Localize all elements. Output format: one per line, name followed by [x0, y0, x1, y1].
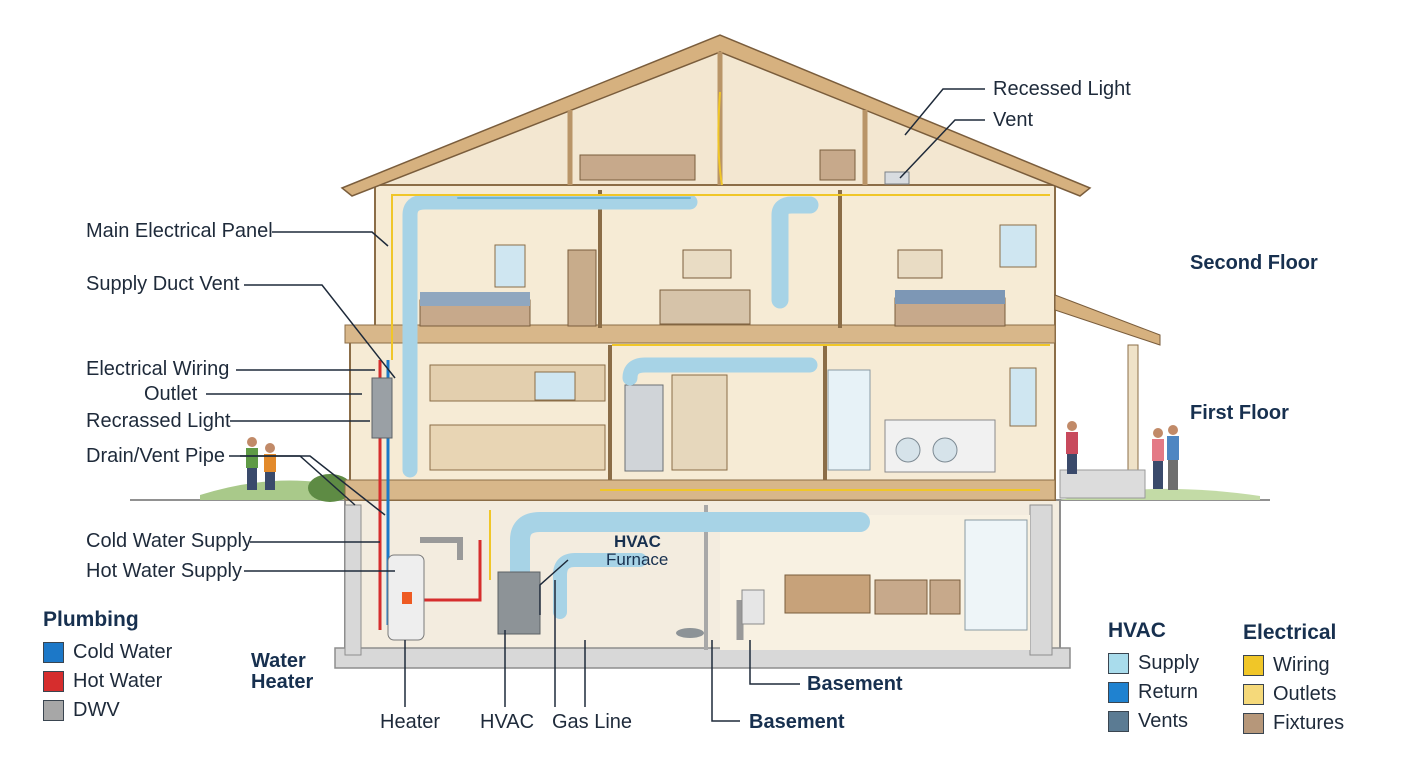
- second-floor-structure: [344, 184, 1056, 344]
- legend-item: Vents: [1108, 707, 1199, 736]
- callout-supply-duct-vent: Supply Duct Vent: [86, 273, 240, 295]
- callout-drain-vent-pipe: Drain/Vent Pipe: [86, 445, 225, 467]
- bottom-label-basement-lower: Basement: [749, 711, 845, 733]
- callout-recessed-light-top: Recessed Light: [993, 78, 1131, 100]
- legend-hvac: HVAC Supply Return Vents: [1108, 619, 1199, 736]
- legend-swatch-supply: [1108, 653, 1129, 674]
- legend-item: Return: [1108, 678, 1199, 707]
- callout-hot-water-supply: Hot Water Supply: [86, 560, 242, 582]
- legend-label: Outlets: [1273, 683, 1337, 705]
- callout-electrical-wiring: Electrical Wiring: [86, 358, 230, 380]
- legend-item: Outlets: [1243, 680, 1344, 709]
- legend-hvac-title: HVAC: [1108, 619, 1166, 642]
- electrical-wiring: [391, 91, 1050, 580]
- legend-electrical: Electrical Wiring Outlets Fixtures: [1243, 621, 1344, 738]
- legend-label: DWV: [73, 699, 120, 721]
- legend-swatch-outlets: [1243, 684, 1264, 705]
- bottom-label-hvac: HVAC: [480, 711, 535, 733]
- leader-lines: [206, 88, 985, 722]
- legend-swatch-dwv: [43, 700, 64, 721]
- bottom-label-gas-line: Gas Line: [552, 711, 633, 733]
- legend-swatch-wiring: [1243, 655, 1264, 676]
- legend-item: Fixtures: [1243, 709, 1344, 738]
- callout-outlet: Outlet: [144, 383, 198, 405]
- legend-label: Wiring: [1273, 654, 1330, 676]
- basement-equipment: [371, 377, 1028, 641]
- legend-label: Hot Water: [73, 670, 163, 692]
- callout-main-electrical-panel: Main Electrical Panel: [86, 220, 273, 242]
- legend-item: DWV: [43, 696, 172, 725]
- legend-item: Cold Water: [43, 638, 172, 667]
- porch: [1054, 294, 1161, 499]
- legend-label: Return: [1138, 681, 1199, 703]
- floor-label-second: Second Floor: [1190, 252, 1318, 274]
- equipment-label-water: Water: [251, 650, 306, 672]
- bottom-label-heater: Heater: [380, 711, 441, 733]
- floor-label-first: First Floor: [1190, 402, 1289, 424]
- legend-plumbing: Plumbing Cold Water Hot Water DWV: [43, 608, 172, 725]
- legend-item: Wiring: [1243, 651, 1344, 680]
- legend-item: Supply: [1108, 649, 1199, 678]
- legend-item: Hot Water: [43, 667, 172, 696]
- people: [246, 421, 1179, 490]
- legend-swatch-hot-water: [43, 671, 64, 692]
- legend-plumbing-title: Plumbing: [43, 608, 139, 631]
- first-floor-structure: [344, 334, 1056, 501]
- legend-label: Fixtures: [1273, 712, 1345, 734]
- hvac-ducts: [402, 194, 870, 619]
- legend-swatch-cold-water: [43, 642, 64, 663]
- equipment-label-furnace: Furnace: [606, 550, 669, 569]
- legend-label: Cold Water: [73, 641, 173, 663]
- roof: [340, 34, 1092, 197]
- callout-recessed-light: Recrassed Light: [86, 410, 231, 432]
- callout-cold-water-supply: Cold Water Supply: [86, 530, 252, 552]
- callout-vent: Vent: [993, 109, 1034, 131]
- legend-electrical-title: Electrical: [1243, 621, 1337, 644]
- equipment-label-heater: Heater: [251, 671, 314, 693]
- legend-label: Supply: [1138, 652, 1200, 674]
- equipment-label-hvac: HVAC: [614, 532, 661, 551]
- legend-swatch-return: [1108, 682, 1129, 703]
- bottom-label-basement-upper: Basement: [807, 673, 903, 695]
- legend-swatch-fixtures: [1243, 713, 1264, 734]
- legend-label: Vents: [1138, 710, 1189, 732]
- legend-swatch-vents: [1108, 711, 1129, 732]
